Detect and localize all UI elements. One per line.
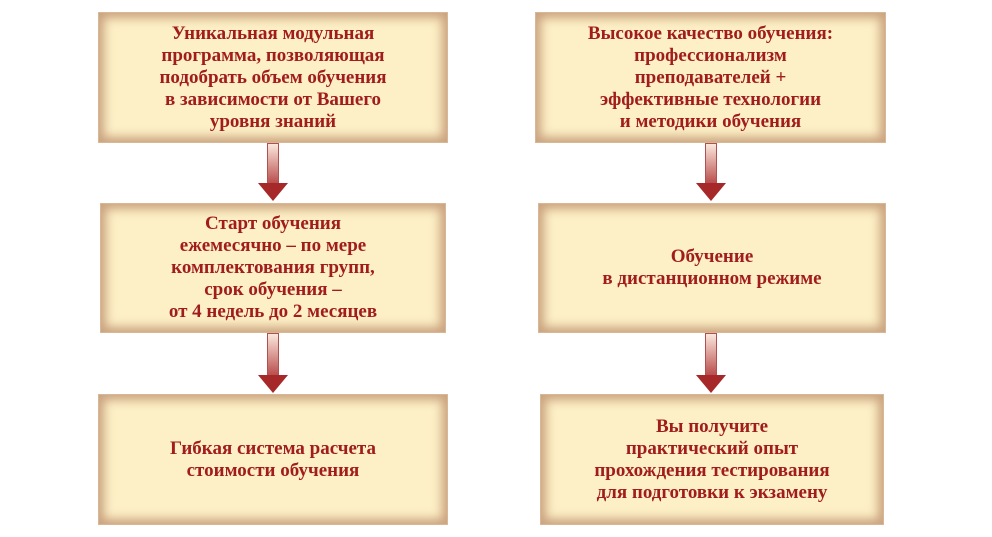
box-text: Вы получите практический опыт прохождени… — [594, 415, 830, 503]
arrow-down-icon — [696, 333, 726, 393]
box-text: Гибкая система расчета стоимости обучени… — [170, 437, 376, 481]
box-high-quality: Высокое качество обучения: профессионали… — [535, 12, 886, 143]
arrow-down-icon — [258, 333, 288, 393]
arrow-down-icon — [258, 143, 288, 201]
box-start-training: Старт обучения ежемесячно – по мере комп… — [100, 203, 446, 333]
box-text: Старт обучения ежемесячно – по мере комп… — [168, 213, 378, 322]
box-text: Уникальная модульная программа, позволяю… — [159, 22, 387, 132]
box-text: Обучение в дистанционном режиме — [602, 246, 822, 289]
box-modular-program: Уникальная модульная программа, позволяю… — [98, 12, 448, 143]
box-flexible-pricing: Гибкая система расчета стоимости обучени… — [98, 394, 448, 525]
arrow-down-icon — [696, 143, 726, 201]
box-text: Высокое качество обучения: профессионали… — [587, 22, 834, 132]
box-test-experience: Вы получите практический опыт прохождени… — [540, 394, 884, 525]
box-distance-learning: Обучение в дистанционном режиме — [538, 203, 886, 333]
